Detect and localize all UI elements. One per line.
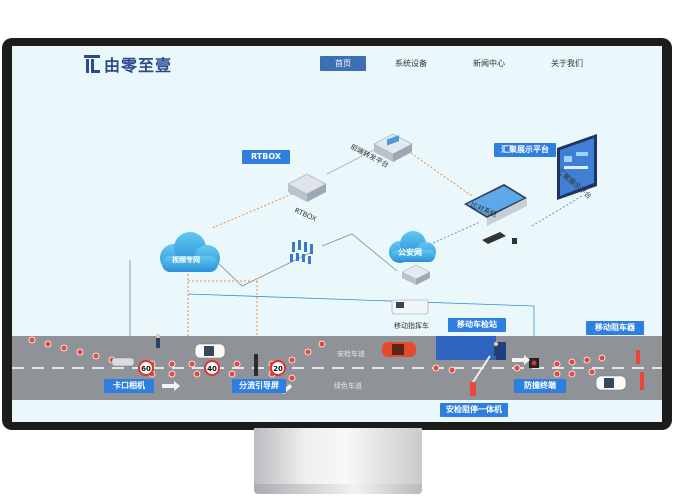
forward-platform-device[interactable] — [373, 133, 413, 162]
traffic-cones — [28, 336, 606, 382]
mobile-checkpoint-truck[interactable] — [436, 336, 506, 360]
screen: 由零至壹 首页 系统设备 新闻中心 关于我们 — [12, 46, 662, 422]
diversion-screen-tag: 分流引导屏 — [232, 379, 286, 393]
link-rtbox-video — [211, 193, 293, 229]
link-forward-rtbox — [326, 149, 375, 175]
mobile-checkpoint-tag: 移动车检站 — [448, 318, 506, 332]
rtbox-label: RTBOX — [293, 207, 318, 224]
rtbox-device[interactable] — [287, 173, 327, 202]
speed-limit-signs: 60 40 20 — [138, 360, 286, 376]
officer-figures — [156, 334, 498, 356]
nav-item-devices[interactable]: 系统设备 — [395, 59, 427, 68]
summary-platform-tag: 汇聚展示平台 — [494, 143, 556, 157]
security-stop-gate[interactable] — [470, 355, 491, 396]
mobile-blocker-tag: 移动阻车器 — [586, 321, 644, 335]
nav-item-news[interactable]: 新闻中心 — [473, 59, 505, 68]
link-public-compare — [421, 221, 481, 249]
link-switch-public — [321, 233, 398, 272]
mobile-blocker-device[interactable] — [636, 350, 644, 390]
mobile-command-label: 移动指挥车 — [394, 321, 429, 330]
rtbox-tag: RTBOX — [242, 150, 290, 164]
speed-limit-20: 20 — [273, 365, 283, 373]
top-nav: 首页 系统设备 新闻中心 关于我们 — [320, 56, 595, 71]
checkpoint-camera-device[interactable] — [111, 357, 135, 367]
security-stop-tag: 安检阻停一体机 — [440, 403, 508, 417]
brand-logo-icon — [84, 55, 100, 73]
lane-check-label: 安检车道 — [337, 349, 365, 358]
brand-name: 由零至壹 — [104, 56, 173, 75]
link-compare-summary — [531, 195, 583, 227]
lane-green-label: 绿色车道 — [334, 381, 362, 390]
nav-item-about[interactable]: 关于我们 — [551, 59, 583, 68]
speed-limit-60: 60 — [141, 365, 151, 373]
link-video-switch — [214, 251, 313, 287]
network-switch-icon — [290, 240, 313, 264]
public-net-cloud[interactable] — [389, 231, 436, 285]
link-forward-compare — [397, 143, 473, 197]
monitor-stand-base — [254, 484, 422, 494]
red-car — [382, 342, 416, 357]
monitor-stand — [254, 428, 422, 488]
nav-item-home[interactable]: 首页 — [320, 56, 366, 71]
video-net-cloud[interactable] — [160, 232, 220, 272]
system-diagram: 60 40 20 — [12, 133, 662, 400]
compare-system-computer[interactable] — [464, 184, 527, 244]
mobile-command-van[interactable] — [391, 299, 429, 315]
police-car-right — [595, 375, 627, 391]
speed-limit-40: 40 — [207, 365, 217, 373]
public-net-label: 公安网 — [398, 247, 422, 257]
anti-ram-terminal-device[interactable] — [529, 358, 539, 368]
summary-platform-display[interactable] — [557, 134, 597, 200]
police-car-left — [194, 343, 226, 359]
monitor-frame: 由零至壹 首页 系统设备 新闻中心 关于我们 — [2, 38, 672, 430]
video-net-label: 视频专网 — [172, 255, 200, 264]
anti-ram-tag: 防撞终端 — [514, 379, 566, 393]
brand-logo[interactable]: 由零至壹 — [84, 52, 172, 76]
checkpoint-camera-tag: 卡口相机 — [104, 379, 154, 393]
diversion-screen-device[interactable] — [254, 354, 258, 376]
